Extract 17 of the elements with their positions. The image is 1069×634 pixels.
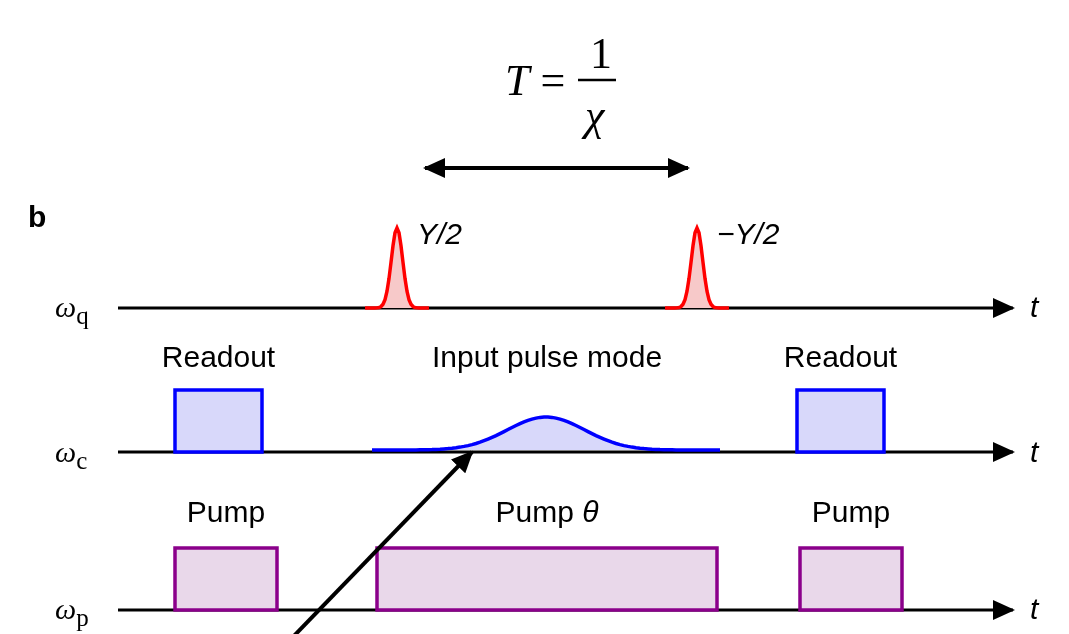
axis-label: t bbox=[1030, 592, 1039, 626]
panel-label: b bbox=[28, 200, 47, 234]
formula-text: T = bbox=[505, 55, 566, 106]
axis-label: ω$_{q}$ bbox=[55, 290, 89, 330]
pulse-label: Pump bbox=[811, 495, 891, 529]
pulse-label: Input pulse mode bbox=[431, 340, 663, 374]
pulse-label: Readout bbox=[783, 340, 898, 374]
axis-label: t bbox=[1030, 435, 1039, 469]
axis-label: ω$_{p}$ bbox=[55, 592, 89, 632]
pulse-label: Y/2 bbox=[417, 217, 463, 251]
fraction-numerator: 1 bbox=[590, 28, 612, 79]
axis-label: ω$_{c}$ bbox=[55, 435, 88, 475]
pulse-label: Pump bbox=[186, 495, 266, 529]
pulse-label: −Y/2 bbox=[717, 217, 780, 251]
axis-label: t bbox=[1030, 290, 1039, 324]
pulse-label: Pump θ bbox=[495, 495, 599, 529]
pulse-label: Readout bbox=[161, 340, 276, 374]
